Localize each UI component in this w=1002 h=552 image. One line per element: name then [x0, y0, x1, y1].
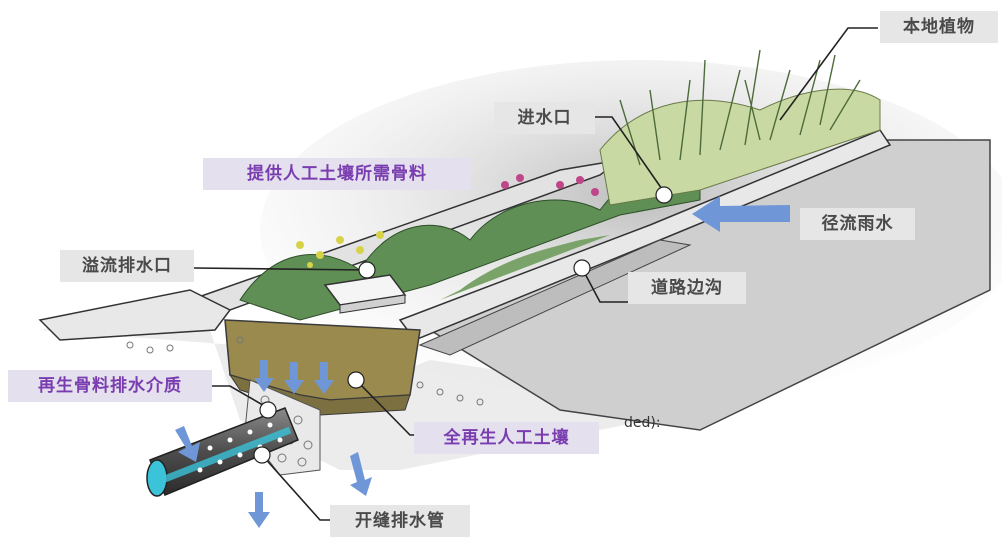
slotted-pipe — [146, 407, 299, 497]
label-drainage-media: 再生骨料排水介质 — [8, 370, 212, 402]
label-aggregate: 提供人工土壤所需骨料 — [203, 158, 471, 190]
overflow-inlet-side — [339, 294, 406, 314]
label-soil: 全再生人工土壤 — [414, 422, 599, 454]
infiltration-arrows — [175, 196, 790, 528]
label-overflow: 溢流排水口 — [60, 250, 194, 282]
stray-text: ded): — [624, 415, 661, 431]
sidewalk — [38, 289, 232, 341]
label-inlet: 进水口 — [494, 102, 595, 134]
label-runoff: 径流雨水 — [800, 208, 915, 240]
label-native-plants: 本地植物 — [880, 11, 998, 43]
label-gutter: 道路边沟 — [628, 272, 746, 304]
leader-dots — [253, 186, 673, 464]
label-pipe: 开缝排水管 — [330, 505, 470, 537]
